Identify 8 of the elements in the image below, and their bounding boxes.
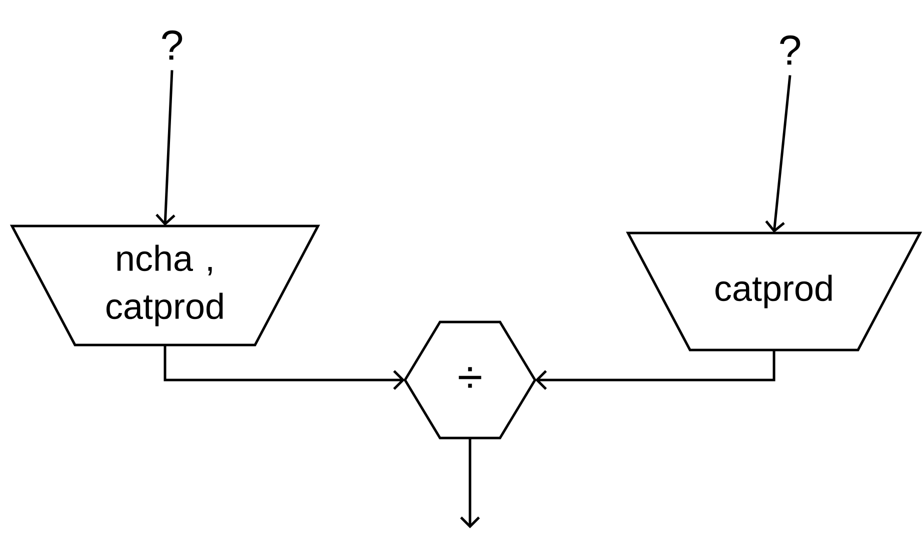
question-mark: ? xyxy=(780,35,800,65)
hexagon-operator: ÷ xyxy=(404,320,536,440)
arrow xyxy=(156,70,176,226)
arrow xyxy=(765,75,792,233)
arrow xyxy=(535,350,776,390)
question-mark: ? xyxy=(162,30,182,60)
arrow xyxy=(164,345,405,390)
arrow xyxy=(460,438,480,528)
